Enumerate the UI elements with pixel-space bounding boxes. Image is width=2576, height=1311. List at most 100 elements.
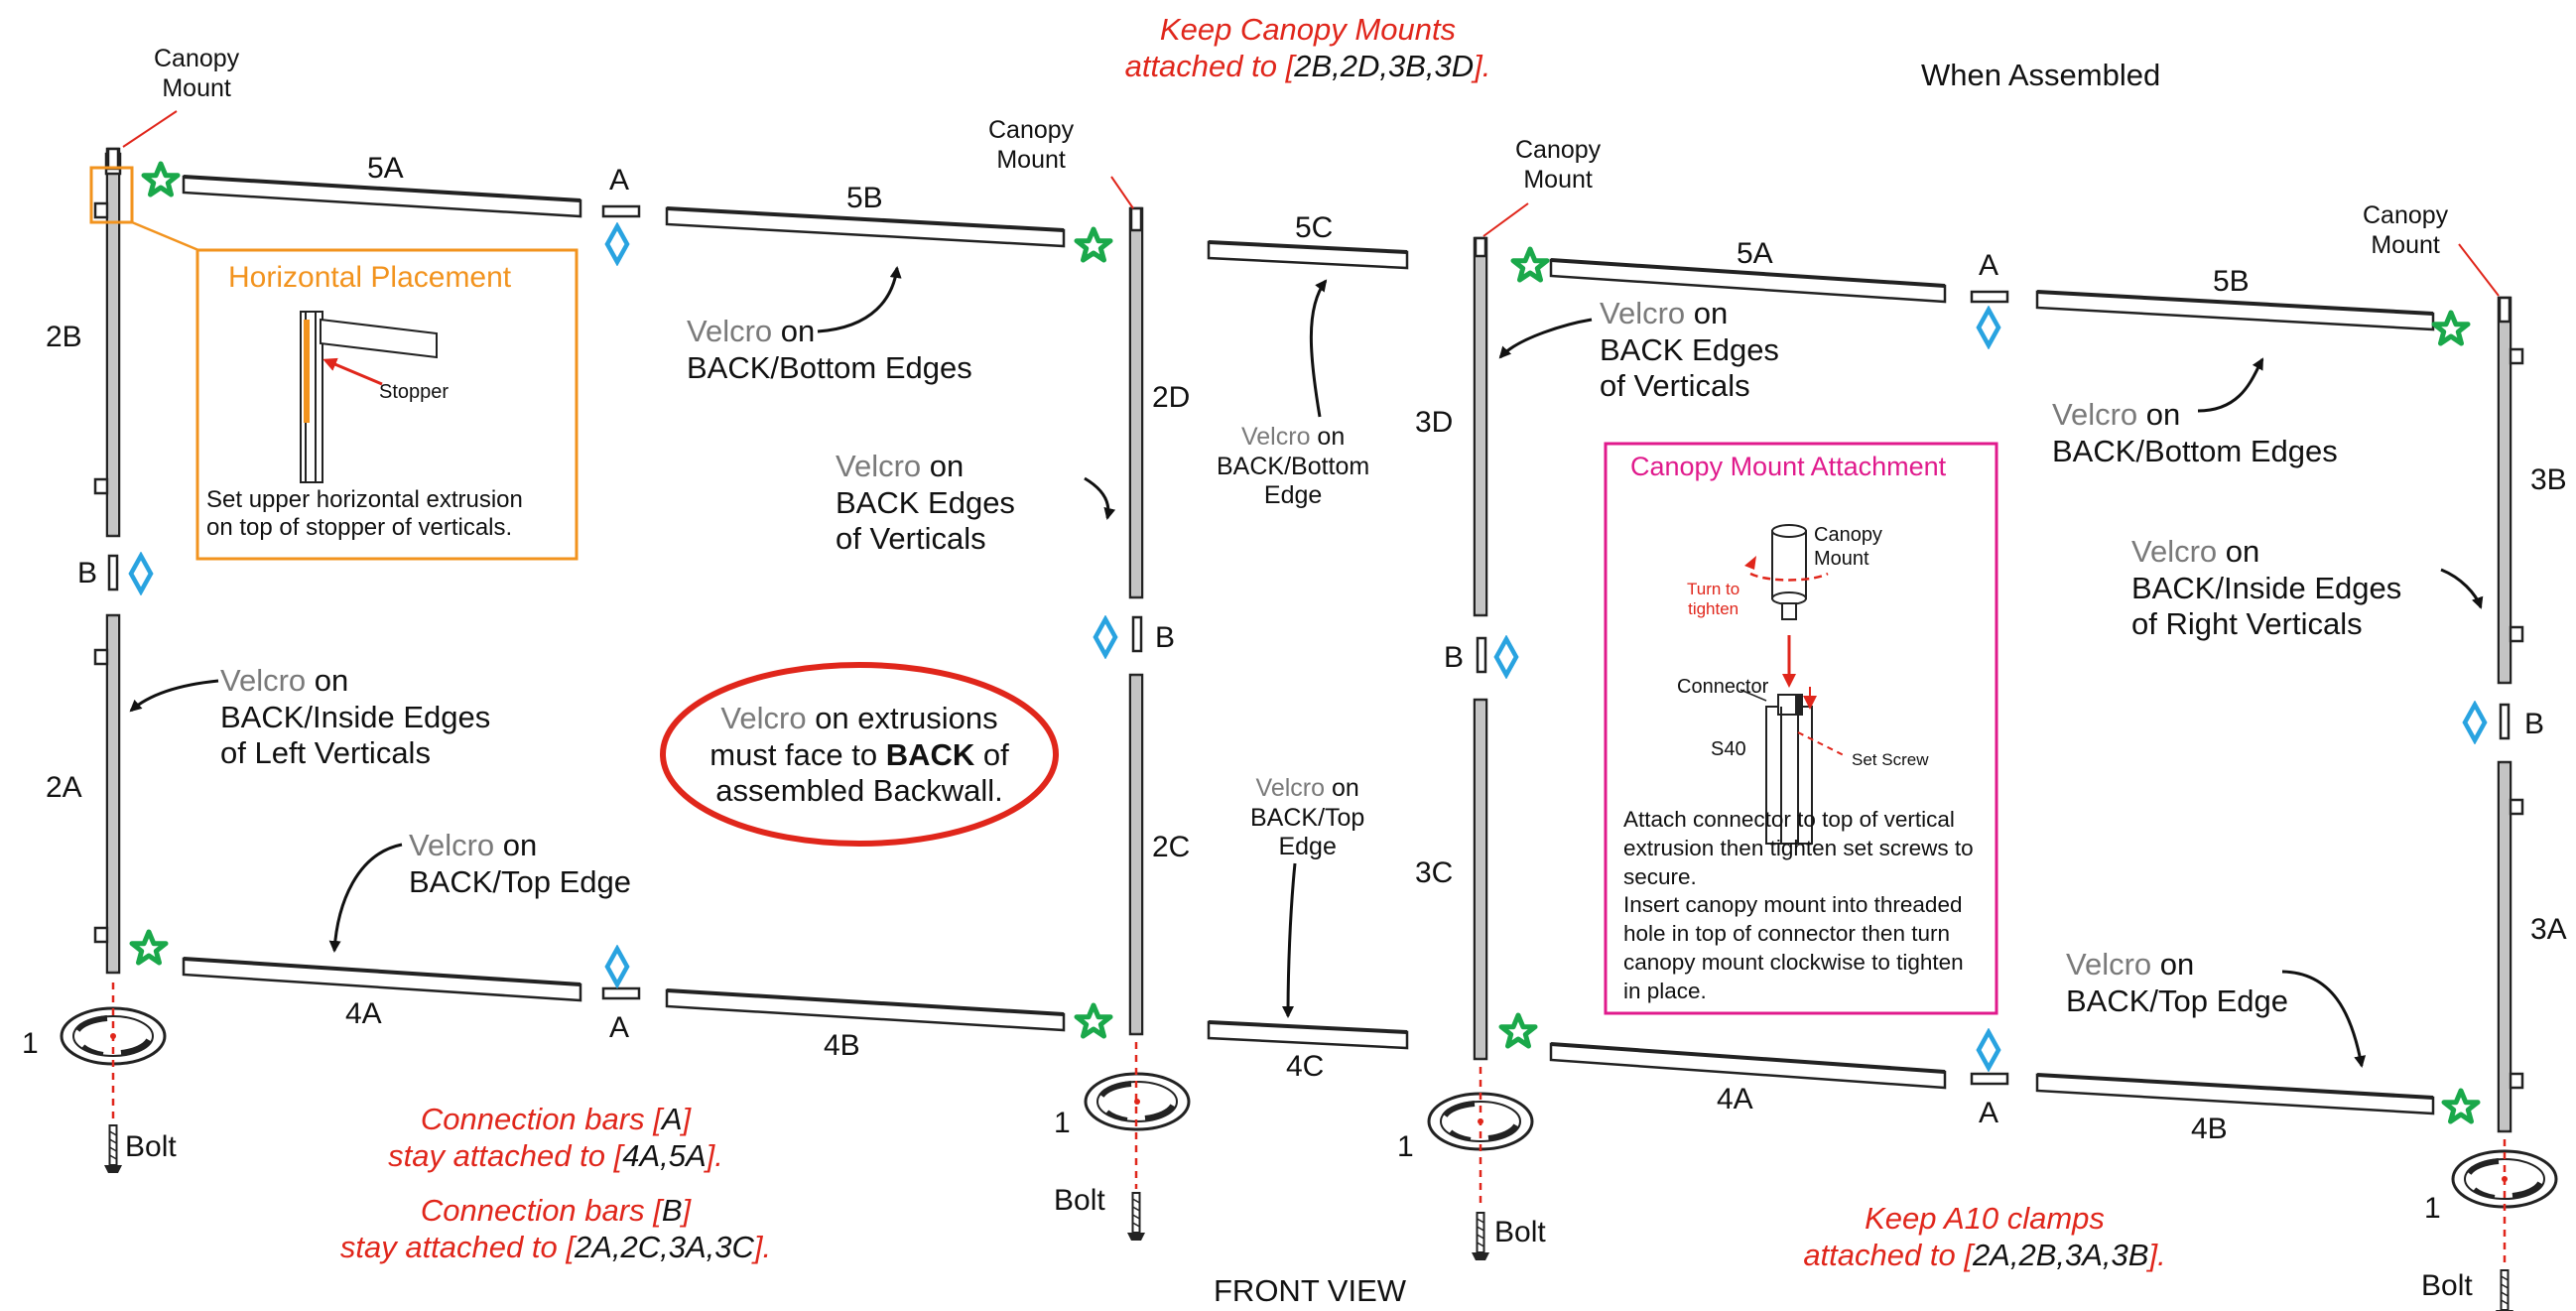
canopy-mount-pins bbox=[106, 147, 2512, 324]
diamond-icon bbox=[1496, 639, 1516, 675]
part-label: 4B bbox=[824, 1029, 860, 1062]
bolt-icon bbox=[1126, 1192, 1146, 1242]
part-label: 4C bbox=[1286, 1050, 1325, 1083]
horizontal-extrusions bbox=[107, 175, 2511, 1115]
diamond-icon bbox=[607, 226, 627, 262]
part-label: 2D bbox=[1152, 381, 1191, 414]
connection-b-label: B bbox=[2524, 708, 2545, 740]
part-label: 3C bbox=[1415, 856, 1454, 889]
bolt-icon bbox=[1471, 1212, 1490, 1261]
canopy-attachment-text: Attach connector to top of vertical extr… bbox=[1623, 807, 1974, 1003]
star-icon bbox=[1077, 229, 1110, 260]
diamond-icon bbox=[1095, 619, 1115, 655]
arrow-icon bbox=[817, 266, 902, 333]
connection-b-note: Connection bars [B] stay attached to [2A… bbox=[339, 1193, 772, 1264]
keep-mounts-note: Keep Canopy Mounts attached to [2B,2D,3B… bbox=[1124, 12, 1491, 83]
arrow-icon bbox=[129, 679, 219, 713]
connection-a-label: A bbox=[609, 1011, 630, 1044]
stopper-label: Stopper bbox=[379, 381, 450, 403]
velcro-back-callout: Velcro on extrusions must face to BACK o… bbox=[709, 701, 1009, 809]
diamond-icon bbox=[2465, 705, 2485, 740]
star-icon bbox=[1513, 249, 1547, 280]
connector-label: Connector bbox=[1677, 676, 1769, 698]
canopy-attachment-title: Canopy Mount Attachment bbox=[1630, 452, 1947, 481]
part-label: 5A bbox=[1737, 237, 1773, 270]
diamond-icon bbox=[1979, 1032, 1998, 1068]
velcro-note: Velcro on BACK/Inside Edges of Left Vert… bbox=[220, 663, 491, 771]
bolt-label: Bolt bbox=[1494, 1216, 1546, 1248]
part-label: 5B bbox=[846, 182, 883, 214]
connection-b-label: B bbox=[1444, 641, 1465, 674]
horizontal-placement-text: Set upper horizontal extrusion on top of… bbox=[206, 486, 523, 542]
arrow-icon bbox=[328, 843, 403, 953]
horizontal-placement-box bbox=[195, 248, 579, 561]
part-label: 4A bbox=[345, 997, 382, 1030]
set-screw-label: Set Screw bbox=[1852, 750, 1929, 769]
star-icon bbox=[2434, 313, 2468, 343]
bolt-icon bbox=[103, 1124, 123, 1174]
horizontal-placement-title: Horizontal Placement bbox=[228, 261, 512, 294]
base-number-label: 1 bbox=[1397, 1130, 1414, 1163]
canopy-attachment-box bbox=[1604, 442, 1998, 1015]
base-number-label: 1 bbox=[2424, 1192, 2441, 1225]
part-label: 5B bbox=[2213, 265, 2250, 298]
callout-ellipse bbox=[660, 662, 1059, 847]
base-number-label: 1 bbox=[1054, 1107, 1071, 1139]
front-view-label: FRONT VIEW bbox=[1214, 1273, 1407, 1308]
arrow-icons bbox=[129, 266, 2484, 1068]
part-label: 3D bbox=[1415, 406, 1454, 439]
part-label: 5C bbox=[1295, 211, 1334, 244]
velcro-note: Velcro on BACK/Top Edge bbox=[409, 828, 632, 899]
vertical-extrusions bbox=[93, 147, 2524, 1133]
connection-a-label: A bbox=[609, 164, 630, 197]
star-icon bbox=[1501, 1015, 1535, 1046]
part-label: 2C bbox=[1152, 831, 1191, 863]
bolt-label: Bolt bbox=[2421, 1269, 2473, 1302]
part-label: 3A bbox=[2530, 913, 2567, 946]
arrow-icon bbox=[1282, 862, 1297, 1018]
when-assembled-label: When Assembled bbox=[1921, 58, 2161, 92]
diamond-icons bbox=[131, 226, 2485, 1068]
connection-b-label: B bbox=[77, 557, 98, 590]
part-label: 2A bbox=[46, 771, 82, 804]
arrow-icon bbox=[1309, 279, 1328, 418]
velcro-note: Velcro on BACK Edges of Verticals bbox=[1600, 296, 1779, 404]
velcro-note: Velcro on BACK Edges of Verticals bbox=[836, 449, 1015, 557]
part-label: 3B bbox=[2530, 463, 2567, 496]
part-label: 4A bbox=[1717, 1083, 1753, 1115]
connection-a-note: Connection bars [A] stay attached to [4A… bbox=[388, 1102, 723, 1173]
arrow-icon bbox=[1084, 476, 1116, 520]
velcro-note: Velcro on BACK/Inside Edges of Right Ver… bbox=[2131, 534, 2402, 642]
star-icon bbox=[2444, 1091, 2478, 1121]
part-label: 5A bbox=[367, 152, 404, 185]
arrow-icon bbox=[2281, 970, 2367, 1068]
star-icon bbox=[1077, 1005, 1110, 1036]
bolt-label: Bolt bbox=[125, 1130, 177, 1163]
arrow-icon bbox=[1498, 318, 1593, 359]
star-icon bbox=[144, 164, 178, 195]
velcro-note: Velcro on BACK/Top Edge bbox=[2066, 947, 2289, 1018]
velcro-note: Velcro on BACK/Top Edge bbox=[1250, 774, 1365, 860]
part-label: 2B bbox=[46, 321, 82, 353]
velcro-note: Velcro on BACK/Bottom Edges bbox=[2052, 397, 2338, 468]
velcro-note: Velcro on BACK/Bottom Edge bbox=[1217, 423, 1370, 509]
connection-a-label: A bbox=[1979, 1097, 1999, 1129]
diamond-icon bbox=[607, 949, 627, 984]
star-icon bbox=[132, 932, 166, 963]
a10-clamps-note: Keep A10 clamps attached to [2A,2B,3A,3B… bbox=[1803, 1201, 2166, 1272]
diamond-icon bbox=[1979, 310, 1998, 345]
arrow-icon bbox=[2197, 357, 2264, 413]
base-number-label: 1 bbox=[22, 1027, 39, 1060]
bolt-label: Bolt bbox=[1054, 1184, 1105, 1217]
part-label: 4B bbox=[2191, 1113, 2228, 1145]
s40-label: S40 bbox=[1711, 738, 1746, 760]
connection-b-label: B bbox=[1155, 621, 1176, 654]
